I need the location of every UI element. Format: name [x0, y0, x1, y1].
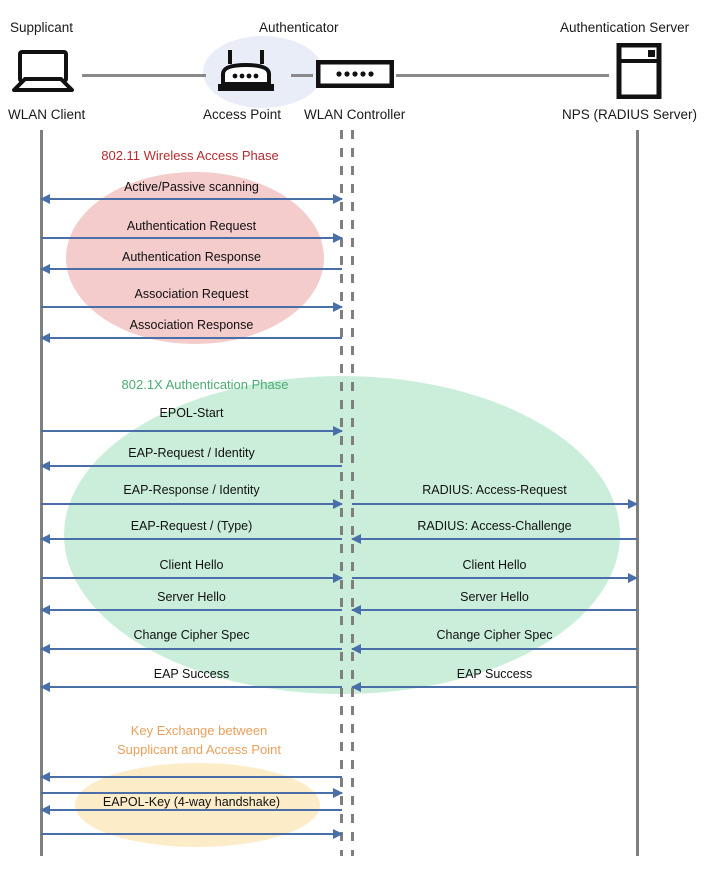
phase-label-line-1: Key Exchange between	[130, 723, 268, 738]
message-label: Client Hello	[159, 558, 224, 572]
message-line	[352, 686, 637, 688]
message-line	[41, 776, 342, 778]
actor-role-authenticator: Authenticator	[259, 20, 339, 35]
server-icon	[616, 42, 662, 100]
arrowhead-right-icon	[333, 426, 343, 436]
message-label: Change Cipher Spec	[436, 628, 553, 642]
arrowhead-right-icon	[333, 788, 343, 798]
message-label: Change Cipher Spec	[133, 628, 250, 642]
message-line	[41, 503, 342, 505]
message-label: EAPOL-Key (4-way handshake)	[102, 795, 281, 809]
arrowhead-right-icon	[333, 499, 343, 509]
message-line	[352, 609, 637, 611]
lifeline-wlan-controller	[351, 130, 354, 856]
actor-role-supplicant: Supplicant	[10, 20, 74, 35]
message-line	[41, 198, 342, 200]
arrowhead-left-icon	[40, 264, 50, 274]
actor-role-authentication-server: Authentication Server	[560, 20, 690, 35]
arrowhead-right-icon	[333, 233, 343, 243]
message-label: Server Hello	[460, 590, 529, 604]
message-label: Client Hello	[462, 558, 527, 572]
arrowhead-left-icon	[351, 534, 361, 544]
arrowhead-left-icon	[351, 682, 361, 692]
message-label: RADIUS: Access-Request	[422, 483, 567, 497]
phase-label-line-2: Supplicant and Access Point	[116, 742, 282, 757]
arrowhead-left-icon	[40, 805, 50, 815]
message-label: Authentication Response	[122, 250, 261, 264]
lifeline-wlan-client	[40, 130, 43, 856]
phase-label-dot1x-authentication: 802.1X Authentication Phase	[121, 377, 289, 392]
arrowhead-right-icon	[628, 499, 638, 509]
message-line	[41, 609, 342, 611]
phase-blob-wireless-access	[66, 172, 324, 344]
message-label: EAP-Request / (Type)	[130, 519, 253, 533]
wlan-controller-icon	[315, 59, 395, 89]
message-line	[41, 833, 342, 835]
message-line	[41, 268, 342, 270]
message-label: EAP-Response / Identity	[123, 483, 260, 497]
arrowhead-left-icon	[40, 682, 50, 692]
phase-label-key-exchange: Key Exchange between Supplicant and Acce…	[75, 721, 323, 759]
message-line	[41, 306, 342, 308]
phase-label-wireless-access: 802.11 Wireless Access Phase	[101, 148, 279, 163]
message-line	[41, 577, 342, 579]
arrowhead-left-icon	[40, 644, 50, 654]
arrowhead-left-icon	[40, 194, 50, 204]
message-line	[352, 577, 637, 579]
message-line	[352, 503, 637, 505]
message-line	[41, 430, 342, 432]
arrowhead-right-icon	[333, 573, 343, 583]
arrowhead-left-icon	[40, 461, 50, 471]
link-ap-to-controller	[291, 74, 313, 77]
message-label: EAP Success	[456, 667, 533, 681]
message-line	[41, 686, 342, 688]
lifeline-nps-radius-server	[636, 130, 639, 856]
message-line	[41, 538, 342, 540]
laptop-icon	[11, 49, 75, 93]
message-line	[41, 648, 342, 650]
actor-name-access-point: Access Point	[203, 107, 282, 122]
lifeline-access-point	[340, 130, 343, 856]
message-label: Association Response	[129, 318, 254, 332]
arrowhead-right-icon	[628, 573, 638, 583]
message-line	[352, 648, 637, 650]
actor-name-wlan-controller: WLAN Controller	[304, 107, 406, 122]
message-line	[41, 792, 342, 794]
actor-name-wlan-client: WLAN Client	[8, 107, 86, 122]
arrowhead-left-icon	[351, 644, 361, 654]
message-line	[41, 809, 342, 811]
message-label: Server Hello	[157, 590, 226, 604]
message-label: EAP-Request / Identity	[128, 446, 255, 460]
message-label: Authentication Request	[126, 219, 257, 233]
message-line	[41, 337, 342, 339]
actor-name-nps-radius-server: NPS (RADIUS Server)	[562, 107, 698, 122]
arrowhead-right-icon	[333, 829, 343, 839]
message-label: Active/Passive scanning	[124, 180, 259, 194]
message-line	[41, 237, 342, 239]
link-controller-to-server	[396, 74, 609, 77]
arrowhead-right-icon	[333, 194, 343, 204]
arrowhead-left-icon	[40, 534, 50, 544]
message-line	[352, 538, 637, 540]
message-label: Association Request	[134, 287, 249, 301]
message-label: RADIUS: Access-Challenge	[417, 519, 572, 533]
message-line	[41, 465, 342, 467]
arrowhead-left-icon	[40, 605, 50, 615]
arrowhead-left-icon	[40, 333, 50, 343]
arrowhead-left-icon	[351, 605, 361, 615]
wireless-access-point-icon	[215, 48, 277, 94]
message-label: EPOL-Start	[159, 406, 224, 420]
link-client-to-ap	[82, 74, 206, 77]
arrowhead-right-icon	[333, 302, 343, 312]
message-label: EAP Success	[153, 667, 230, 681]
arrowhead-left-icon	[40, 772, 50, 782]
